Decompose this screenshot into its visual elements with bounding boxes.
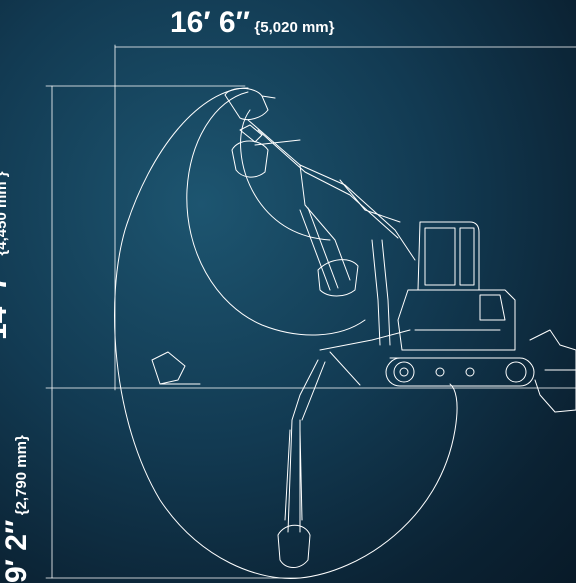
track	[385, 357, 535, 387]
inner-envelope	[240, 109, 331, 241]
excavator-machine	[385, 221, 576, 413]
upper-structure	[397, 289, 516, 351]
middle-envelope	[186, 91, 366, 336]
max-height-imperial: 14′ 7″	[0, 260, 13, 340]
max-height-dimension-label: 14′ 7″ {4,450 mm }	[0, 171, 14, 340]
cab	[417, 221, 480, 291]
dig-depth-dimension-label: 9′ 2″ {2,790 mm}	[0, 435, 34, 583]
bucket-deep-position	[277, 419, 311, 568]
dig-depth-imperial: 9′ 2″	[0, 519, 33, 583]
dimension-lines	[45, 44, 576, 579]
max-height-metric: {4,450 mm }	[0, 171, 10, 256]
reach-metric: {5,020 mm}	[254, 19, 335, 36]
bucket-ground-position	[151, 351, 201, 385]
bucket-reach-position	[299, 207, 359, 297]
boom-and-arm-linkages	[247, 119, 416, 521]
bucket-top-position	[224, 87, 276, 143]
outer-envelope	[114, 87, 458, 579]
reach-imperial: 16′ 6″	[170, 6, 250, 39]
bucket-mid-position	[231, 139, 301, 178]
dozer-blade	[529, 329, 576, 413]
reach-dimension-label: 16′ 6″ {5,020 mm}	[170, 6, 334, 40]
dig-depth-metric: {2,790 mm}	[13, 435, 30, 516]
